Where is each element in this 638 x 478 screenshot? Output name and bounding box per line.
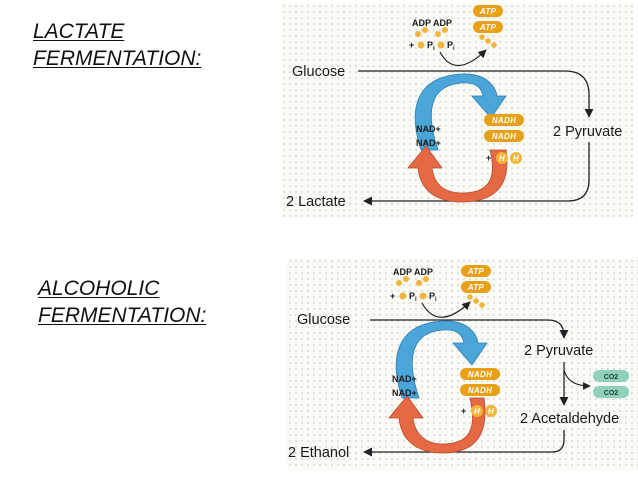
nadh-label: NADH <box>492 132 516 141</box>
product-label: 2 Ethanol <box>288 445 349 461</box>
adp-phosphate-dot <box>423 276 429 282</box>
pi-letter: P <box>409 291 415 301</box>
pi-subscript: i <box>415 297 417 303</box>
co2-pill <box>593 370 629 382</box>
pyruvate-label: 2 Pyruvate <box>524 343 593 359</box>
atp-phosphate-dot <box>479 34 485 40</box>
glucose-label: Glucose <box>297 312 350 328</box>
nadh-label: NADH <box>492 116 516 125</box>
adp-phosphate-dot <box>416 280 422 286</box>
proton-dot <box>496 152 508 164</box>
plus-sign: + <box>461 406 466 416</box>
co2-label: CO2 <box>604 390 619 397</box>
adp-phosphate-dot <box>396 280 402 286</box>
nadh-pill <box>484 114 524 126</box>
pi-letter: P <box>447 40 453 50</box>
atp-label: ATP <box>467 283 485 292</box>
atp-pill <box>473 5 503 17</box>
pyruvate-label: 2 Pyruvate <box>553 124 622 140</box>
heading-alcoholic-fermentation: ALCOHOLIC FERMENTATION: <box>38 275 206 329</box>
plus-sign: + <box>390 291 395 301</box>
glucose-to-pyruvate-arrow <box>358 70 594 118</box>
nad-label: NAD+ <box>416 138 441 148</box>
lactate-diagram-panel <box>281 3 633 217</box>
heading-line: LACTATE <box>33 20 125 43</box>
pi-dot <box>399 292 407 300</box>
pi-dot <box>437 41 445 49</box>
nadh-label: NADH <box>468 370 492 379</box>
proton-label: H <box>499 154 505 163</box>
atp-phosphate-dot <box>485 38 491 44</box>
nadh-label: NADH <box>468 386 492 395</box>
atp-pill <box>461 265 491 277</box>
acetaldehyde-to-ethanol-arrow <box>363 430 565 457</box>
pyruvate-to-lactate-arrow <box>363 142 590 206</box>
atp-phosphate-dot <box>473 298 479 304</box>
blue-cycle-arrow <box>414 73 507 151</box>
atp-phosphate-dot <box>491 42 497 48</box>
adp-phosphate-dot <box>435 31 441 37</box>
nadh-pill <box>460 368 500 380</box>
atp-label: ATP <box>479 7 497 16</box>
pi-label: Pi <box>429 291 437 303</box>
product-label: 2 Lactate <box>286 194 346 210</box>
pi-dot <box>417 41 425 49</box>
pi-letter: P <box>427 40 433 50</box>
adp-phosphate-dot <box>422 27 428 33</box>
adp-to-atp-arrow <box>421 301 471 318</box>
co2-label: CO2 <box>604 374 619 381</box>
pi-dot <box>419 292 427 300</box>
atp-phosphate-dot <box>467 294 473 300</box>
glucose-to-pyruvate-arrow <box>370 319 569 339</box>
co2-pill <box>593 386 629 398</box>
atp-label: ATP <box>467 267 485 276</box>
acetaldehyde-label: 2 Acetaldehyde <box>520 411 619 427</box>
blue-cycle-arrow <box>395 320 488 399</box>
nad-label: NAD+ <box>392 388 417 398</box>
proton-label: H <box>488 407 494 416</box>
nad-label: NAD+ <box>392 374 417 384</box>
atp-label: ATP <box>479 23 497 32</box>
lactate-diagram: ADP ADP + Pi Pi ATP ATP Glucose 2 Pyruva… <box>286 5 622 210</box>
pi-label: Pi <box>427 40 435 52</box>
adp-phosphate-dot <box>442 27 448 33</box>
atp-pill <box>473 21 503 33</box>
proton-dot <box>485 405 497 417</box>
plus-sign: + <box>486 153 491 163</box>
pi-letter: P <box>429 291 435 301</box>
proton-label: H <box>513 154 519 163</box>
red-cycle-arrow <box>388 395 486 454</box>
pi-subscript: i <box>453 46 455 52</box>
pi-subscript: i <box>435 297 437 303</box>
adp-to-atp-arrow <box>439 49 487 67</box>
pi-subscript: i <box>433 46 435 52</box>
red-cycle-arrow <box>407 145 508 203</box>
adp-phosphate-dot <box>403 276 409 282</box>
nad-label: NAD+ <box>416 124 441 134</box>
proton-dot <box>471 405 483 417</box>
proton-label: H <box>474 407 480 416</box>
pi-label: Pi <box>447 40 455 52</box>
atp-pill <box>461 281 491 293</box>
heading-line: FERMENTATION: <box>33 47 202 70</box>
pi-label: Pi <box>409 291 417 303</box>
heading-lactate-fermentation: LACTATE FERMENTATION: <box>33 18 201 72</box>
plus-sign: + <box>409 40 414 50</box>
alcoholic-diagram: ADP ADP + Pi Pi ATP ATP Glucose 2 Pyruva… <box>288 265 629 461</box>
glucose-label: Glucose <box>292 64 345 80</box>
proton-dot <box>510 152 522 164</box>
adp-phosphate-dot <box>415 31 421 37</box>
co2-release-arrow <box>563 369 591 390</box>
nadh-pill <box>484 130 524 142</box>
adp-label: ADP ADP <box>412 18 452 28</box>
heading-line: FERMENTATION: <box>38 304 207 327</box>
adp-label: ADP ADP <box>393 267 433 277</box>
nadh-pill <box>460 384 500 396</box>
heading-line: ALCOHOLIC <box>38 277 160 300</box>
atp-phosphate-dot <box>479 302 485 308</box>
alcoholic-diagram-panel <box>287 258 638 470</box>
